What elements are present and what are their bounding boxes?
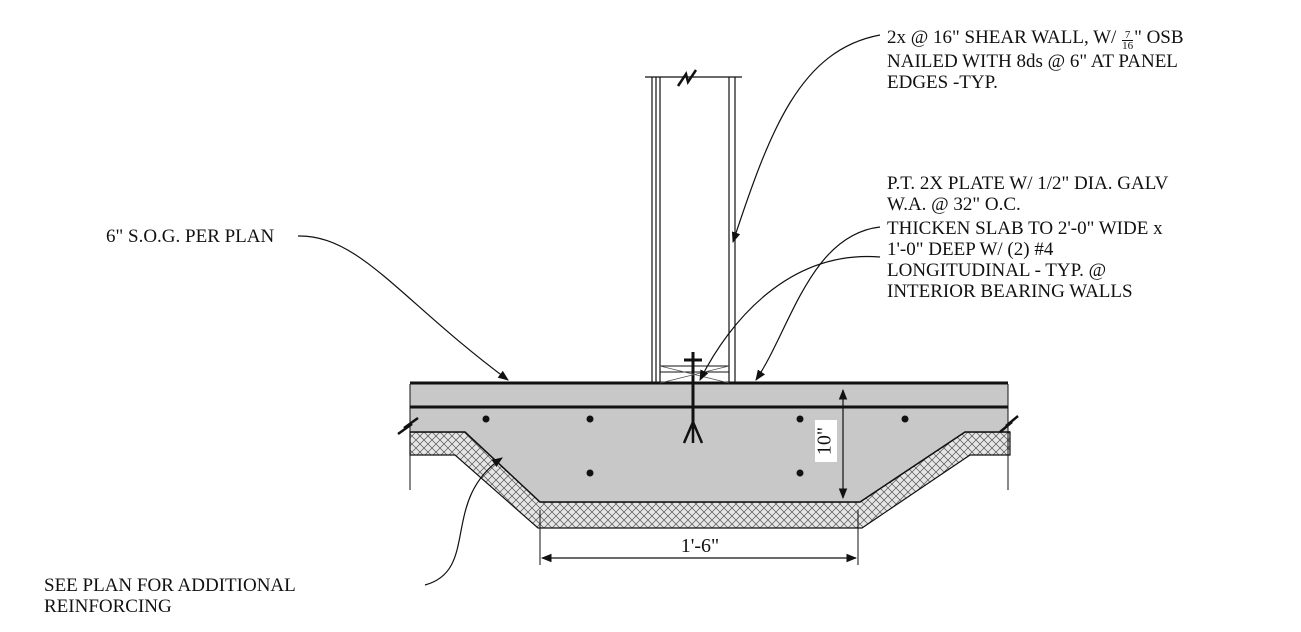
note-thicken-line4: INTERIOR BEARING WALLS [887, 281, 1133, 302]
note-thicken-slab: THICKEN SLAB TO 2'-0" WIDE x 1'-0" DEEP … [887, 218, 1163, 302]
leader-plate [699, 255, 881, 381]
note-shear-wall-line1-text: 2x @ 16" SHEAR WALL, W/ [887, 27, 1122, 48]
fraction-numerator: 7 [1122, 30, 1134, 41]
note-plate: P.T. 2X PLATE W/ 1/2" DIA. GALV W.A. @ 3… [887, 173, 1168, 215]
note-plate-line1: P.T. 2X PLATE W/ 1/2" DIA. GALV [887, 173, 1169, 194]
note-plate-line2: W.A. @ 32" O.C. [887, 194, 1021, 215]
note-see-plan-line2: REINFORCING [44, 596, 172, 617]
leader-sog [297, 235, 509, 381]
note-thicken-line2: 1'-0" DEEP W/ (2) #4 [887, 239, 1054, 260]
width-dimension-label: 1'-6" [681, 535, 719, 557]
wall-break-symbol [676, 69, 698, 87]
note-shear-wall-line3: EDGES -TYP. [887, 72, 998, 93]
break-symbol-right [999, 415, 1019, 433]
note-thicken-line3: LONGITUDINAL - TYP. @ [887, 260, 1107, 281]
rebar-dot [586, 415, 594, 423]
rebar-dot [482, 415, 490, 423]
note-thicken-line1: THICKEN SLAB TO 2'-0" WIDE x [887, 218, 1163, 239]
slab-bottom-outline [410, 431, 1010, 503]
leader-see-plan [424, 457, 503, 586]
depth-dimension-label: 10" [814, 427, 836, 455]
anchor-bolt-hook [682, 421, 704, 444]
break-symbol-left [397, 416, 419, 436]
note-see-plan: SEE PLAN FOR ADDITIONAL REINFORCING [44, 575, 296, 617]
leader-shear-wall [731, 34, 881, 244]
concrete-slab [410, 384, 1008, 502]
sill-plate-cross [659, 365, 730, 384]
rebar-dot [901, 415, 909, 423]
note-shear-wall-line1-end: " OSB [1134, 27, 1184, 48]
rebar-dot [796, 469, 804, 477]
depth-dimension-box [815, 420, 837, 462]
note-see-plan-line1: SEE PLAN FOR ADDITIONAL [44, 575, 296, 596]
rebar-dot [586, 469, 594, 477]
fraction-denominator: 16 [1122, 40, 1134, 52]
note-shear-wall-line2: NAILED WITH 8ds @ 6" AT PANEL [887, 51, 1178, 72]
note-sog: 6" S.O.G. PER PLAN [106, 226, 274, 247]
rebar-dot [796, 415, 804, 423]
note-sog-line1: 6" S.O.G. PER PLAN [106, 226, 275, 247]
leader-thicken [755, 226, 881, 381]
